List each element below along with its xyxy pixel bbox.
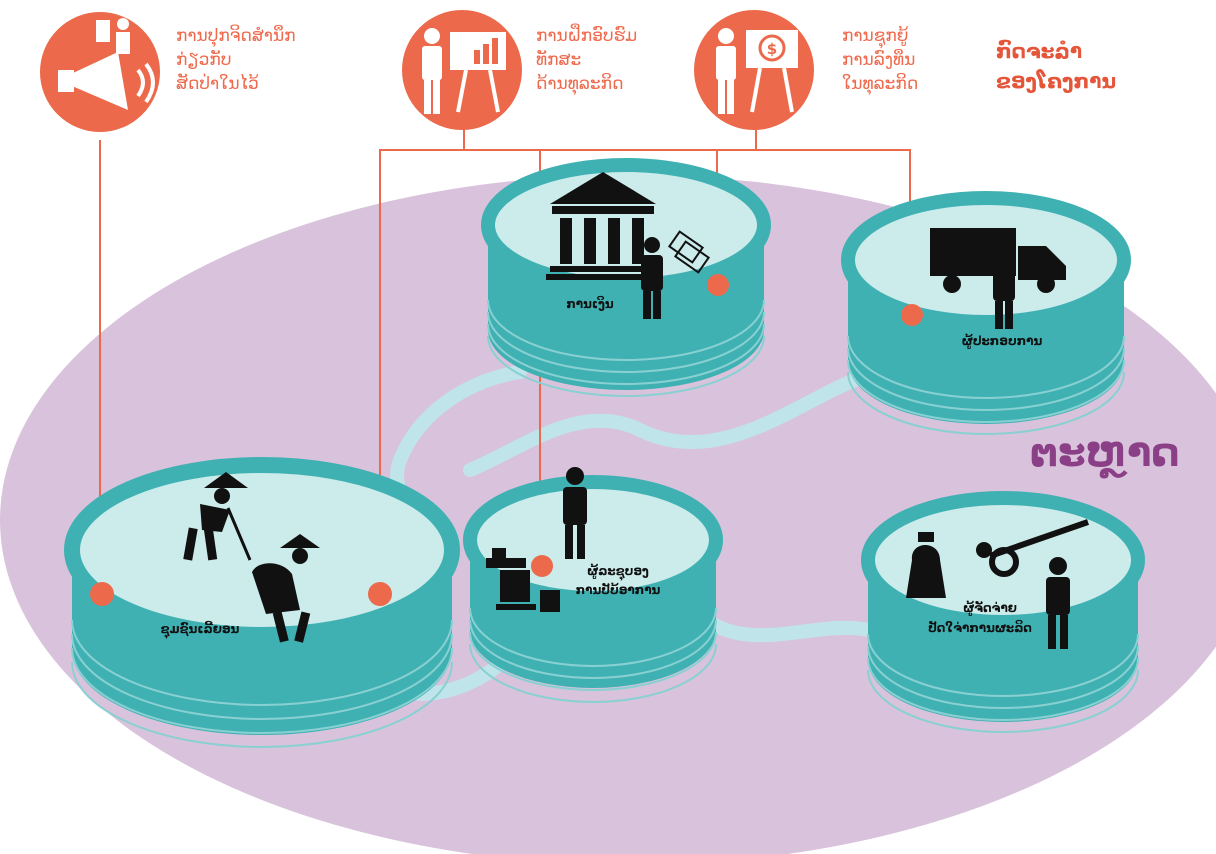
transporter-label: ຜູ້ປະກອບການ <box>962 333 1043 349</box>
pool-transporter: ຜູ້ປະກອບການ <box>841 191 1131 435</box>
processor-person-icon <box>563 467 587 559</box>
role-investment-line-3: ໃນທຸລະກິດ <box>842 74 919 94</box>
banker-icon <box>641 237 663 319</box>
role-marker <box>707 274 729 296</box>
role-marker <box>90 582 114 606</box>
market-label: ຕະຫຼາດ <box>1030 430 1180 476</box>
bank-label: ການເງິນ <box>566 296 614 311</box>
role-awareness-line-1: ການປຸກຈິດສຳນຶກ <box>176 26 296 46</box>
role-investment: $ <box>694 10 814 130</box>
role-marker <box>531 555 553 577</box>
bank-building-icon <box>546 172 660 280</box>
distributor-label-1: ຜູ້ຈັດຈ່າຍ <box>963 600 1017 616</box>
farmer-hoeing-icon <box>183 472 252 561</box>
page-title-line-1: ກົດຈະລຳ <box>996 39 1083 63</box>
presentation-chart-icon <box>422 28 506 114</box>
sprayer-icon <box>976 519 1089 577</box>
fertilizer-bag-icon <box>906 532 946 598</box>
role-awareness-line-2: ກ່ຽວກັບ <box>176 50 232 70</box>
role-awareness-line-3: ສັດປ່າໃນໄວ້ <box>176 74 259 94</box>
role-marker <box>901 304 923 326</box>
role-marker <box>368 582 392 606</box>
transporter-person-icon <box>993 247 1015 329</box>
distributor-label-2: ປັດໃຈ່າການຜະລິດ <box>928 620 1032 635</box>
mill-machine-icon <box>486 548 560 612</box>
page-title-line-2: ຂອງໂຄງການ <box>996 69 1117 93</box>
truck-icon <box>930 228 1066 293</box>
pool-farmers: ຊຸມຊົນເລີ້ຍອນ <box>64 457 460 748</box>
farmer-carrying-icon <box>252 534 320 643</box>
role-training <box>402 10 522 130</box>
role-training-line-3: ດ້ານທຸລະກິດ <box>536 74 624 94</box>
role-training-line-1: ການຝຶກອົບຮົມ <box>536 26 638 46</box>
role-investment-line-2: ການລົງທຶນ <box>842 50 916 70</box>
role-training-line-2: ທັກສະ <box>536 50 582 70</box>
megaphone-icon <box>58 18 155 110</box>
svg-text:$: $ <box>767 40 777 58</box>
pool-bank: ການເງິນ <box>481 158 771 397</box>
pool-processor: ຜູ້ລະຊຸບອງ ການປັບ້ອາການ <box>463 467 723 703</box>
distributor-person-icon <box>1046 557 1070 649</box>
processor-label-1: ຜູ້ລະຊຸບອງ <box>587 563 649 581</box>
money-icon <box>667 230 711 274</box>
pool-distributor: ຜູ້ຈັດຈ່າຍ ປັດໃຈ່າການຜະລິດ <box>861 491 1145 733</box>
farmers-label: ຊຸມຊົນເລີ້ຍອນ <box>161 621 240 639</box>
role-investment-line-1: ການຊຸກຍູ້ <box>842 26 909 46</box>
presentation-dollar-icon: $ <box>716 28 798 114</box>
role-awareness <box>40 12 160 132</box>
processor-label-2: ການປັບ້ອາການ <box>576 582 661 597</box>
